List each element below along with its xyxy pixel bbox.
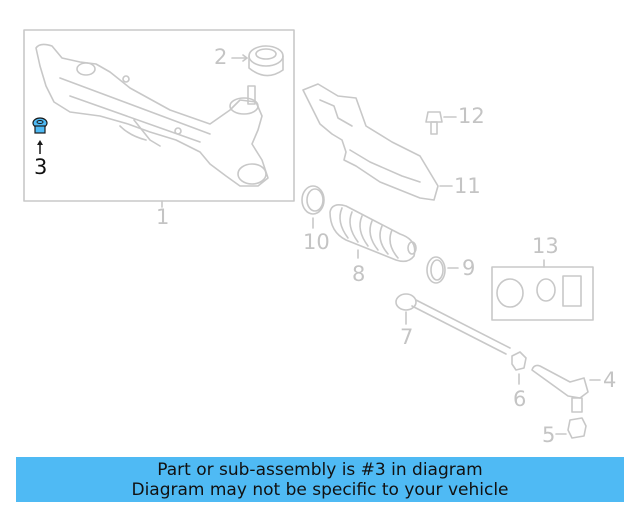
tie-rod-icon: [395, 293, 511, 355]
callout-1[interactable]: 1: [156, 205, 170, 229]
grommet-icon: [248, 45, 284, 77]
callout-7[interactable]: 7: [400, 325, 414, 349]
banner-line-disclaimer: Diagram may not be specific to your vehi…: [131, 480, 509, 500]
banner-line-part: Part or sub-assembly is #3 in diagram: [157, 460, 483, 480]
callout-10[interactable]: 10: [303, 230, 330, 254]
part-3-bolt-icon[interactable]: [32, 117, 48, 134]
kit-box: [491, 266, 594, 321]
info-banner: Part or sub-assembly is #3 in diagram Di…: [16, 457, 624, 502]
tie-rod-end-icon: [531, 364, 589, 413]
callout-6[interactable]: 6: [513, 387, 527, 411]
clamp-icon: [301, 185, 325, 215]
callout-8[interactable]: 8: [352, 262, 366, 286]
steering-rack-icon: [35, 43, 269, 187]
callout-12[interactable]: 12: [458, 104, 485, 128]
assembly-box: [23, 29, 295, 202]
callout-5[interactable]: 5: [542, 423, 556, 447]
clamp-icon: [426, 256, 446, 284]
nut-icon: [567, 417, 587, 439]
callout-4[interactable]: 4: [603, 368, 617, 392]
callout-2[interactable]: 2: [214, 45, 228, 69]
callout-13[interactable]: 13: [532, 234, 559, 258]
callout-9[interactable]: 9: [462, 256, 476, 280]
heat-shield-icon: [302, 83, 439, 201]
callout-3[interactable]: 3: [34, 155, 48, 179]
callout-11[interactable]: 11: [454, 174, 481, 198]
bolt-icon: [425, 111, 443, 135]
nut-icon: [511, 351, 527, 371]
boot-icon: [329, 204, 417, 263]
